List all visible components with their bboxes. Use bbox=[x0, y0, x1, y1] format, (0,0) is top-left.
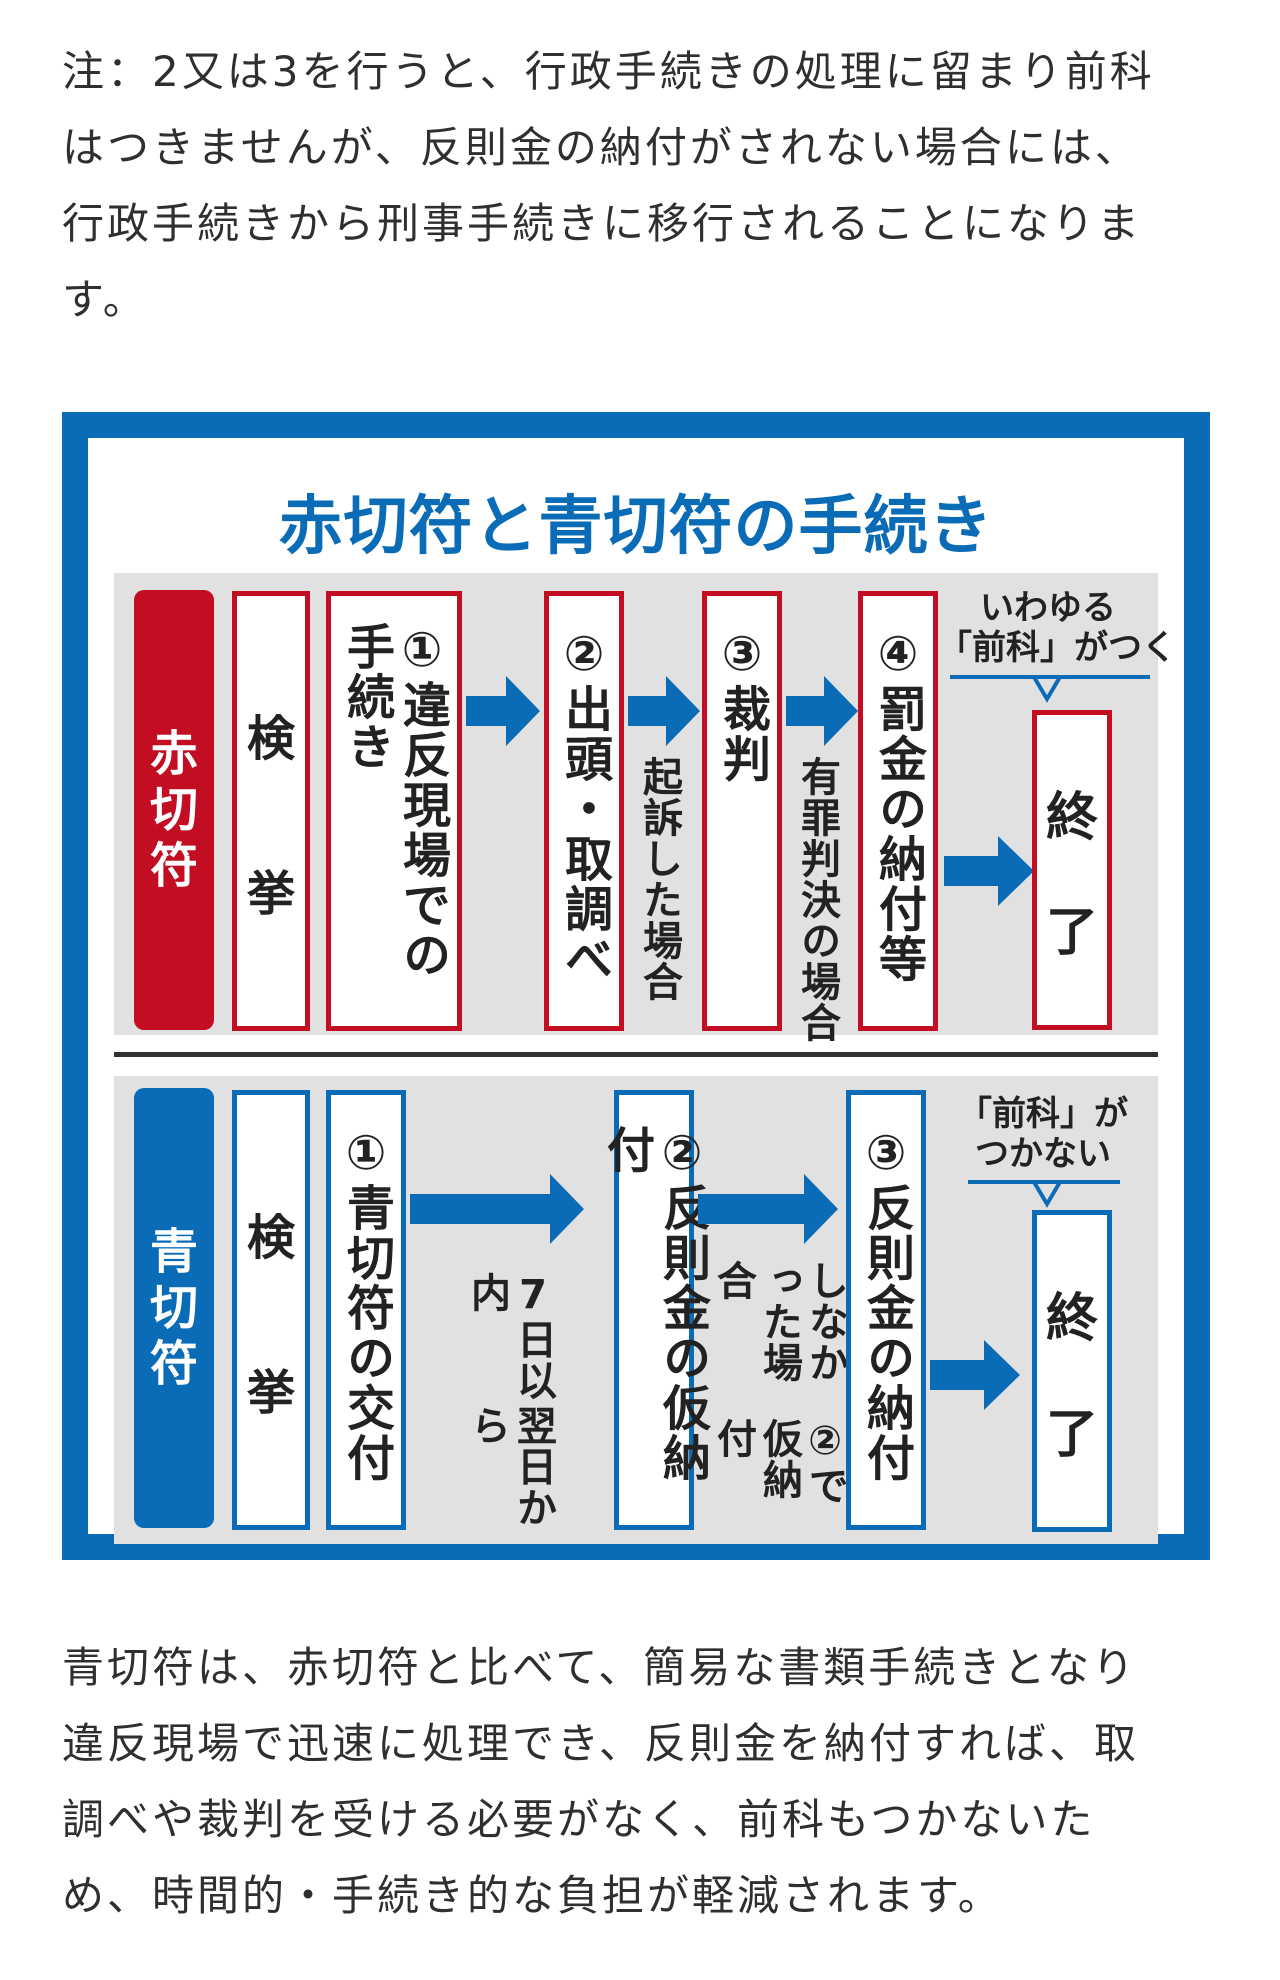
outro-line: 調べや裁判を受ける必要がなく、前科もつかないた bbox=[62, 1795, 1096, 1844]
blue-ticket-label: 青 切 符 bbox=[134, 1088, 214, 1528]
arrow-right-icon bbox=[628, 676, 700, 746]
blue-note-not-paid: ②で仮納付 しなかった場合 bbox=[710, 1260, 848, 1534]
callout-line-text: 「前科」が bbox=[958, 1094, 1128, 1134]
intro-line: 注：2又は3を行うと、行政手続きの処理に留まり前科 bbox=[62, 47, 1155, 96]
red-step2-box: ②出頭・取調べ bbox=[544, 591, 624, 1031]
outro-line: 違反現場で迅速に処理でき、反則金を納付すれば、取 bbox=[62, 1719, 1140, 1768]
label-char: 符 bbox=[149, 838, 198, 894]
label-char: 青 bbox=[149, 1224, 198, 1280]
red-callout: いわゆる 「前科」がつく bbox=[938, 588, 1176, 668]
blue-kenkyo-box: 検 挙 bbox=[232, 1090, 310, 1530]
red-step1-box: ①違反現場での手続き bbox=[326, 591, 462, 1031]
blue-step2-text: ②反則金の仮納付 bbox=[598, 1125, 710, 1483]
red-step4-box: ④罰金の納付等 bbox=[858, 591, 938, 1031]
procedure-diagram: 赤切符と青切符の手続き 赤 切 符 検 挙 ①違反現場での手続き ②出頭・取調べ… bbox=[62, 412, 1210, 1560]
intro-line: はつきませんが、反則金の納付がされない場合には、 bbox=[62, 123, 1140, 172]
note-column: 7日以内 bbox=[464, 1272, 556, 1401]
callout-line-text: つかない bbox=[975, 1134, 1111, 1174]
callout-underline bbox=[968, 1180, 1120, 1184]
callout-line-text: いわゆる bbox=[980, 588, 1116, 628]
box-char: 了 bbox=[1045, 1404, 1098, 1465]
red-note-indicted: 起訴した場合 bbox=[636, 756, 682, 1002]
row-divider bbox=[114, 1052, 1158, 1057]
red-note-guilty: 有罪判決の場合 bbox=[794, 756, 840, 1043]
blue-step1-box: ①青切符の交付 bbox=[326, 1090, 406, 1530]
red-step3-text: ③裁判 bbox=[714, 626, 770, 784]
note-column: 翌日から bbox=[464, 1405, 556, 1529]
blue-step2-box: ②反則金の仮納付 bbox=[598, 1090, 710, 1530]
diagram-panel: 赤切符と青切符の手続き 赤 切 符 検 挙 ①違反現場での手続き ②出頭・取調べ… bbox=[88, 438, 1184, 1544]
outro-line: 青切符は、赤切符と比べて、簡易な書類手続きとなり bbox=[62, 1643, 1137, 1692]
arrow-right-icon bbox=[410, 1174, 584, 1244]
red-step2-text: ②出頭・取調べ bbox=[556, 626, 612, 984]
diagram-title: 赤切符と青切符の手続き bbox=[278, 490, 994, 564]
note-column: ②で仮納付 bbox=[710, 1417, 848, 1506]
box-char: 挙 bbox=[246, 1364, 295, 1421]
callout-line-text: 「前科」がつく bbox=[938, 628, 1176, 668]
label-char: 切 bbox=[149, 782, 198, 838]
outro-line: め、時間的・手続き的な負担が軽減されます。 bbox=[62, 1871, 1003, 1920]
arrow-right-icon bbox=[698, 1174, 838, 1244]
label-char: 符 bbox=[149, 1336, 198, 1392]
box-char: 終 bbox=[1045, 1288, 1098, 1349]
box-char: 検 bbox=[246, 1209, 295, 1266]
arrow-right-icon bbox=[466, 676, 540, 746]
intro-line: 行政手続きから刑事手続きに移行されることになりま bbox=[62, 199, 1143, 248]
box-char: 検 bbox=[246, 710, 295, 767]
arrow-right-icon bbox=[944, 836, 1034, 906]
blue-step3-box: ③反則金の納付 bbox=[846, 1090, 926, 1530]
red-step4-text: ④罰金の納付等 bbox=[870, 626, 926, 984]
intro-line: す。 bbox=[62, 275, 148, 324]
arrow-right-icon bbox=[786, 676, 858, 746]
blue-callout: 「前科」が つかない bbox=[958, 1094, 1128, 1174]
box-char: 挙 bbox=[246, 865, 295, 922]
red-ticket-label: 赤 切 符 bbox=[134, 590, 214, 1030]
red-end-box: 終 了 bbox=[1032, 710, 1112, 1030]
intro-paragraph: 注：2又は3を行うと、行政手続きの処理に留まり前科 はつきませんが、反則金の納付… bbox=[62, 34, 1192, 338]
blue-step3-text: ③反則金の納付 bbox=[858, 1125, 914, 1483]
blue-note-within-7-days: 翌日から 7日以内 bbox=[464, 1272, 556, 1534]
note-column: しなかった場合 bbox=[710, 1260, 848, 1383]
callout-pointer-icon bbox=[1032, 1182, 1062, 1208]
box-char: 了 bbox=[1045, 903, 1098, 963]
label-char: 赤 bbox=[149, 726, 198, 782]
callout-underline bbox=[950, 675, 1150, 679]
blue-end-box: 終 了 bbox=[1032, 1210, 1112, 1532]
red-step1-text: ①違反現場での手続き bbox=[338, 622, 450, 980]
red-step3-box: ③裁判 bbox=[702, 591, 782, 1031]
box-char: 終 bbox=[1045, 788, 1098, 848]
callout-pointer-icon bbox=[1032, 677, 1062, 703]
blue-step1-text: ①青切符の交付 bbox=[338, 1125, 394, 1483]
label-char: 切 bbox=[149, 1280, 198, 1336]
outro-paragraph: 青切符は、赤切符と比べて、簡易な書類手続きとなり 違反現場で迅速に処理でき、反則… bbox=[62, 1630, 1192, 1934]
red-kenkyo-box: 検 挙 bbox=[232, 591, 310, 1031]
arrow-right-icon bbox=[930, 1340, 1020, 1410]
